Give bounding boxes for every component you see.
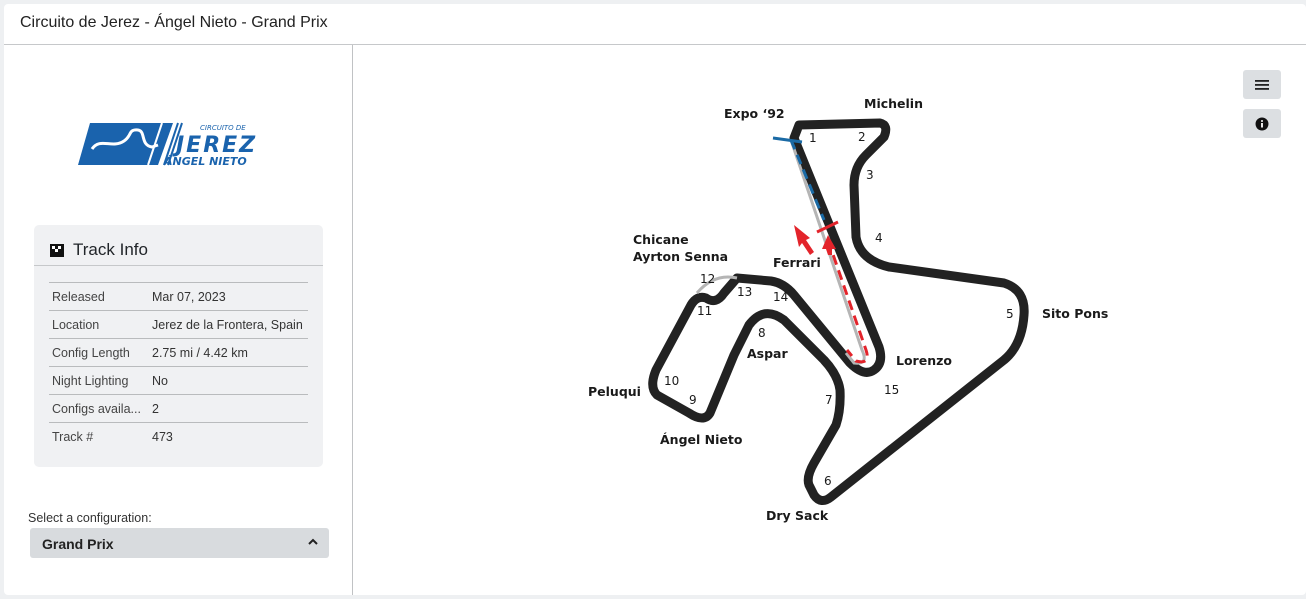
table-row: Released Mar 07, 2023 [49, 282, 308, 311]
svg-text:15: 15 [884, 383, 899, 397]
chicane-bypass [695, 275, 738, 294]
sector-blue [789, 139, 826, 221]
table-row: Night Lighting No [49, 366, 308, 395]
row-key: Track # [52, 429, 94, 444]
svg-text:12: 12 [700, 272, 715, 286]
direction-arrow-icon [794, 225, 814, 255]
row-key: Location [52, 317, 100, 332]
track-info-table: Released Mar 07, 2023 Location Jerez de la… [49, 282, 308, 451]
row-value: 473 [152, 429, 173, 444]
track-info-title: Track Info [73, 240, 148, 259]
menu-button[interactable] [1243, 70, 1281, 99]
pit-arrow-icon [822, 235, 836, 255]
row-key: Released [52, 289, 105, 304]
svg-text:ÁNGEL NIETO: ÁNGEL NIETO [163, 155, 247, 168]
svg-text:Expo ‘92: Expo ‘92 [724, 106, 785, 121]
svg-text:Lorenzo: Lorenzo [896, 353, 952, 368]
svg-text:Dry Sack: Dry Sack [766, 508, 829, 523]
track-map-panel: Expo ‘92 Michelin Chicane Ayrton Senna F… [354, 45, 1306, 595]
svg-text:10: 10 [664, 374, 679, 388]
svg-text:5: 5 [1006, 307, 1014, 321]
table-row: Location Jerez de la Frontera, Spain [49, 310, 308, 339]
config-select-value: Grand Prix [42, 536, 114, 552]
racing-flag-icon [50, 243, 64, 257]
svg-text:Sito Pons: Sito Pons [1042, 306, 1108, 321]
track-outline [648, 118, 1029, 505]
row-value: Jerez de la Frontera, Spain [152, 317, 303, 332]
row-value: No [152, 373, 168, 388]
row-key: Config Length [52, 345, 130, 360]
svg-text:1: 1 [809, 131, 817, 145]
svg-text:13: 13 [737, 285, 752, 299]
sector-line-red [816, 220, 839, 234]
row-value: Mar 07, 2023 [152, 289, 226, 304]
app-frame: Circuito de Jerez - Ángel Nieto - Grand … [4, 4, 1306, 595]
svg-text:Peluqui: Peluqui [588, 384, 641, 399]
table-row: Config Length 2.75 mi / 4.42 km [49, 338, 308, 367]
chevron-up-icon [308, 538, 318, 545]
sector-line-blue [772, 136, 803, 144]
svg-text:Ayrton Senna: Ayrton Senna [633, 249, 728, 264]
svg-text:Aspar: Aspar [747, 346, 788, 361]
svg-text:Ferrari: Ferrari [773, 255, 821, 270]
svg-text:4: 4 [875, 231, 883, 245]
svg-text:9: 9 [689, 393, 697, 407]
corner-labels: Expo ‘92 Michelin Chicane Ayrton Senna F… [588, 96, 1108, 523]
svg-text:CIRCUITO DE: CIRCUITO DE [200, 124, 246, 132]
circuit-logo: CIRCUITO DE JEREZ ÁNGEL NIETO [78, 122, 257, 168]
row-key: Night Lighting [52, 373, 129, 388]
row-value: 2.75 mi / 4.42 km [152, 345, 248, 360]
info-icon [1255, 117, 1269, 130]
track-info-header: Track Info [34, 225, 323, 266]
sidebar: CIRCUITO DE JEREZ ÁNGEL NIETO Track Info… [4, 45, 353, 595]
svg-text:3: 3 [866, 168, 874, 182]
track-map: Expo ‘92 Michelin Chicane Ayrton Senna F… [588, 96, 1108, 523]
row-value: 2 [152, 401, 159, 416]
svg-text:7: 7 [825, 393, 833, 407]
svg-text:8: 8 [758, 326, 766, 340]
menu-icon [1255, 79, 1269, 90]
svg-text:11: 11 [697, 304, 712, 318]
sector-red [826, 239, 869, 364]
table-row: Configs availa... 2 [49, 394, 308, 423]
svg-text:Chicane: Chicane [633, 232, 689, 247]
svg-text:14: 14 [773, 290, 788, 304]
svg-text:Ángel Nieto: Ángel Nieto [660, 432, 743, 447]
info-button[interactable] [1243, 109, 1281, 138]
corner-numbers: 1 2 3 4 5 6 7 8 9 10 11 12 13 14 15 [664, 130, 1014, 488]
svg-text:2: 2 [858, 130, 866, 144]
table-row: Track # 473 [49, 422, 308, 451]
page-title: Circuito de Jerez - Ángel Nieto - Grand … [4, 4, 1306, 45]
svg-text:Michelin: Michelin [864, 96, 923, 111]
svg-text:6: 6 [824, 474, 832, 488]
config-select-label: Select a configuration: [28, 511, 152, 525]
svg-text:JEREZ: JEREZ [172, 133, 257, 158]
row-key: Configs availa... [52, 401, 141, 416]
config-select[interactable]: Grand Prix [30, 528, 329, 558]
track-info-card: Track Info Released Mar 07, 2023 Location… [34, 225, 323, 467]
